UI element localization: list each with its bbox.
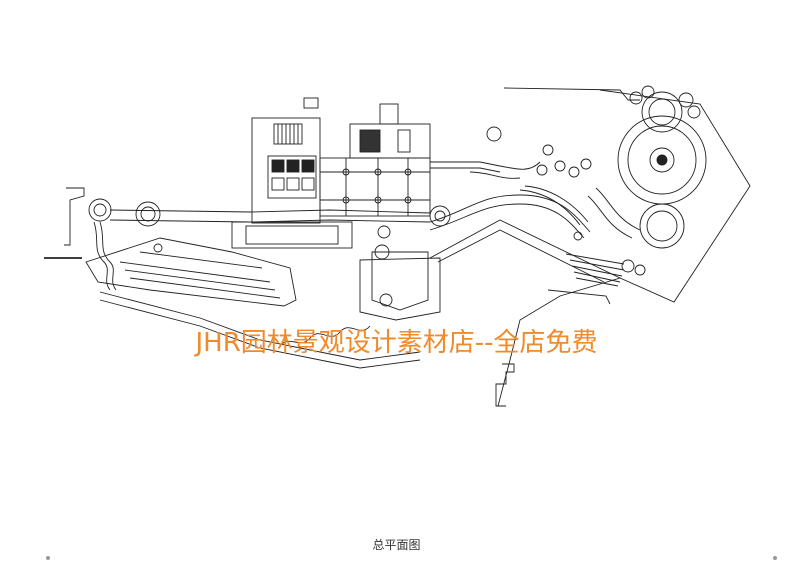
round-plaza-top-inner bbox=[648, 98, 676, 126]
curve-walk bbox=[429, 194, 591, 233]
round-terrace bbox=[429, 205, 451, 227]
stair-wave bbox=[469, 171, 521, 179]
road-stairs bbox=[565, 253, 625, 287]
building-core bbox=[267, 155, 317, 199]
stair-arc bbox=[524, 185, 589, 223]
tree bbox=[678, 92, 694, 108]
tree bbox=[568, 166, 580, 178]
room bbox=[271, 177, 285, 191]
road-steps bbox=[495, 363, 515, 407]
stub-b bbox=[379, 103, 399, 125]
path bbox=[99, 291, 421, 361]
column bbox=[342, 168, 350, 176]
pond-edge bbox=[359, 257, 441, 321]
terrace bbox=[129, 277, 281, 299]
tree bbox=[536, 164, 548, 176]
round-terrace-inner bbox=[434, 210, 446, 222]
hall bbox=[319, 157, 431, 217]
round-plaza-top bbox=[641, 91, 683, 133]
terrace bbox=[85, 237, 297, 307]
left-gazebo-inner bbox=[93, 203, 107, 217]
room bbox=[301, 177, 315, 191]
road bbox=[437, 229, 605, 283]
round-plaza-inner bbox=[646, 210, 678, 242]
site-edge bbox=[503, 87, 640, 101]
curve-walk bbox=[429, 203, 585, 239]
stream bbox=[99, 221, 117, 291]
corridor bbox=[109, 219, 431, 223]
plaza-path bbox=[587, 195, 633, 239]
elevator bbox=[301, 159, 315, 173]
road bbox=[429, 219, 622, 407]
column bbox=[342, 196, 350, 204]
corner-mark bbox=[773, 556, 777, 560]
tree bbox=[621, 259, 635, 273]
terrace bbox=[119, 261, 271, 283]
stream bbox=[93, 221, 111, 291]
pavilion bbox=[135, 201, 161, 227]
path bbox=[279, 325, 371, 347]
rock bbox=[379, 293, 393, 307]
fountain-ring bbox=[627, 125, 697, 195]
room-b bbox=[397, 129, 411, 153]
path bbox=[99, 299, 421, 369]
room bbox=[286, 177, 300, 191]
tree bbox=[580, 158, 592, 170]
tree bbox=[634, 264, 646, 276]
tree bbox=[542, 144, 554, 156]
tree bbox=[641, 85, 655, 99]
plaza-path bbox=[595, 187, 641, 231]
watermark-text: JHR园林景观设计素材店--全店免费 bbox=[195, 328, 598, 358]
lower-edge bbox=[547, 289, 611, 305]
elevator bbox=[286, 159, 300, 173]
upper-walk bbox=[430, 167, 501, 173]
terrace bbox=[139, 251, 263, 269]
podium bbox=[231, 221, 353, 249]
stair-arc bbox=[519, 189, 581, 226]
plaza-boundary bbox=[599, 89, 751, 303]
fountain-core bbox=[656, 154, 668, 166]
pavilion-inner bbox=[140, 206, 156, 222]
round-plaza bbox=[639, 203, 685, 249]
stair bbox=[273, 123, 303, 145]
tree bbox=[629, 91, 643, 105]
left-entry bbox=[64, 187, 85, 246]
stair-lines bbox=[277, 124, 299, 144]
corner-mark bbox=[46, 556, 50, 560]
column bbox=[374, 168, 382, 176]
pool-light bbox=[153, 243, 163, 253]
podium-inner bbox=[245, 225, 339, 245]
tree bbox=[377, 225, 391, 239]
column bbox=[404, 196, 412, 204]
left-gazebo bbox=[88, 198, 112, 222]
hall-columns bbox=[320, 158, 430, 216]
elevator bbox=[271, 159, 285, 173]
stair-b bbox=[359, 129, 381, 153]
tree bbox=[573, 231, 583, 241]
column bbox=[374, 196, 382, 204]
tree bbox=[486, 126, 502, 142]
corridor bbox=[109, 209, 431, 214]
tree bbox=[687, 105, 701, 119]
fountain-basin bbox=[649, 147, 675, 173]
tree bbox=[554, 160, 566, 172]
upper-walk bbox=[430, 161, 541, 170]
column bbox=[404, 168, 412, 176]
pond bbox=[371, 251, 429, 311]
stub bbox=[303, 97, 319, 109]
drawing-caption: 总平面图 bbox=[372, 538, 421, 552]
terrace bbox=[124, 269, 276, 291]
